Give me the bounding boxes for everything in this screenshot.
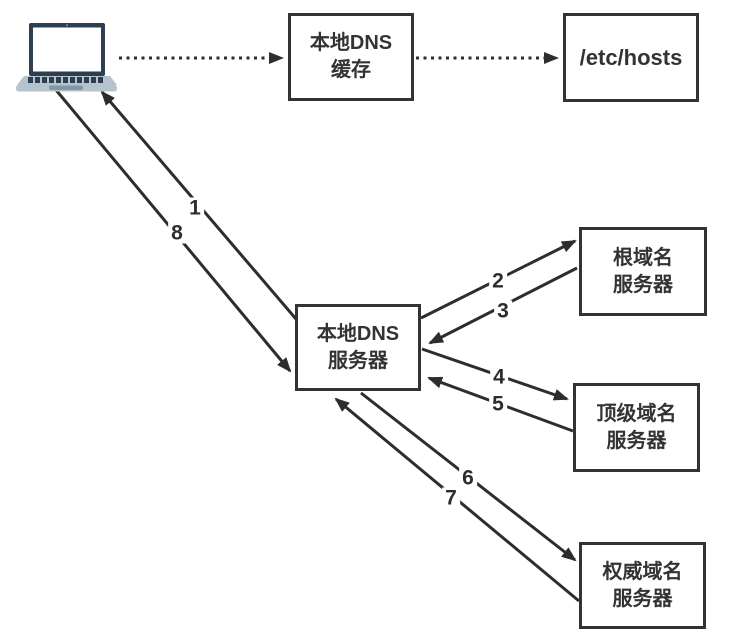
node-dns-cache-label: 本地DNS 缓存 (309, 32, 393, 81)
laptop-base (16, 76, 117, 92)
node-etc-hosts: /etc/hosts (563, 13, 699, 102)
step-label-3: 3 (494, 300, 512, 322)
step-label-5: 5 (489, 393, 507, 415)
step-label-2: 2 (489, 270, 507, 292)
node-local-dns-label: 本地DNS 服务器 (316, 322, 400, 372)
node-local-dns-server: 本地DNS 服务器 (295, 304, 421, 391)
laptop-screen (29, 23, 105, 76)
node-auth-dns-label: 权威域名 服务器 (602, 560, 683, 610)
node-root-dns-server: 根域名 服务器 (579, 227, 707, 316)
step-label-6: 6 (459, 467, 477, 489)
node-etc-hosts-label: /etc/hosts (579, 44, 683, 70)
step-label-4: 4 (490, 366, 508, 388)
step-label-1: 1 (186, 197, 204, 219)
step-label-8: 8 (168, 222, 186, 244)
node-tld-dns-server: 顶级域名 服务器 (573, 383, 700, 472)
node-dns-cache: 本地DNS 缓存 (288, 13, 414, 101)
laptop-icon (16, 23, 117, 92)
node-tld-dns-label: 顶级域名 服务器 (596, 402, 677, 452)
node-authoritative-dns-server: 权威域名 服务器 (579, 542, 706, 629)
step-label-7: 7 (442, 487, 460, 509)
node-root-dns-label: 根域名 服务器 (613, 246, 673, 296)
